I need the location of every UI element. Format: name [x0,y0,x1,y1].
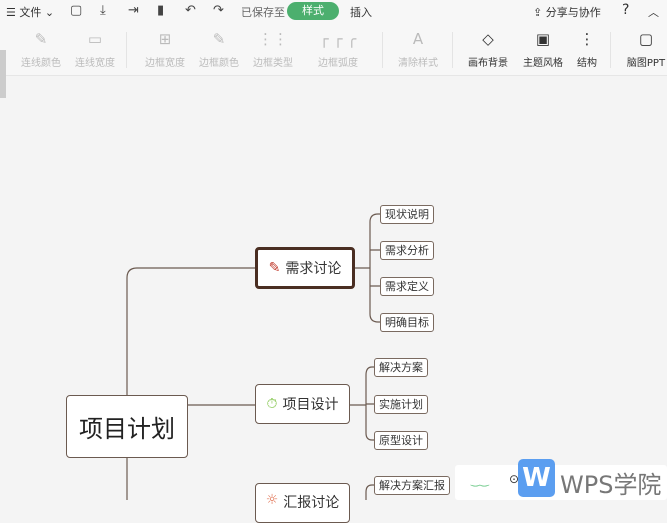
line-color-icon: ✎ [34,30,48,48]
connector-lines [126,213,380,500]
save-icon[interactable]: ▢ [70,3,83,18]
branch-label: 项目设计 [282,397,339,413]
sun-icon: ☼ [265,492,279,508]
format-painter-icon[interactable]: ▮ [157,3,165,18]
export-icon[interactable]: ⇥ [128,3,139,18]
ribbon-toolbar: ✎ 连线颜色 ▭ 连线宽度 ⊞ 边框宽度 ✎ 边框颜色 ⋮⋮ 边框类型 ┌ ┌ ╭ 边框弧度… [0,24,667,98]
label: 清除样式 [398,58,438,69]
label: 连线颜色 [21,58,61,69]
connector [355,213,380,323]
leaf-node[interactable]: 解决方案汇报 [374,476,450,495]
undo-icon[interactable]: ↶ [185,3,196,18]
mindmap-ppt-button[interactable]: ▢ 脑图PPT [624,24,667,76]
divider [610,32,611,68]
label: 脑图PPT [626,58,666,69]
share-label: 分享与协作 [545,6,601,19]
border-type-button[interactable]: ⋮⋮ 边框类型 [252,24,294,76]
save-status: 已保存至 [241,6,285,19]
branch-label: 汇报讨论 [283,495,340,511]
label: 主题风格 [523,58,563,69]
border-width-icon: ⊞ [158,30,172,48]
border-width-button[interactable]: ⊞ 边框宽度 [144,24,186,76]
label: 边框弧度 [318,58,358,69]
leaf-node[interactable]: 解决方案 [374,358,428,377]
branch-node[interactable]: ⏱项目设计 [255,384,350,424]
border-radius-button[interactable]: ┌ ┌ ╭ 边框弧度 [308,24,368,76]
border-radius-icon: ┌ ┌ ╭ [319,30,357,48]
clear-style-button[interactable]: A 清除样式 [397,24,439,76]
wps-logo: W [518,459,555,497]
divider [382,32,383,68]
theme-style-button[interactable]: ▣ 主题风格 [521,24,565,76]
leaf-node[interactable]: 原型设计 [374,431,428,450]
stopwatch-icon: ⏱ [266,396,278,412]
connector [126,267,255,395]
target-icon[interactable]: ⊙ [509,472,520,486]
tab-insert[interactable]: 插入 [350,6,372,19]
leaf-node[interactable]: 需求分析 [380,241,434,260]
theme-icon: ▣ [535,30,551,48]
left-panel-handle[interactable] [0,50,6,98]
canvas-background-button[interactable]: ◇ 画布背景 [466,24,510,76]
connector [350,366,374,441]
file-menu-label: 文件 [19,6,42,19]
leaf-node[interactable]: 现状说明 [380,205,434,224]
branch-node[interactable]: ☼汇报讨论 [255,483,350,523]
redo-icon[interactable]: ↷ [213,3,224,18]
label: 边框宽度 [145,58,185,69]
watermark-panel: ‿‿ ⊙ W WPS学院 [455,459,667,500]
collapse-ribbon-icon[interactable]: ︿ [648,6,659,19]
structure-button[interactable]: ⋮ 结构 [574,24,600,76]
leaf-node[interactable]: 需求定义 [380,277,434,296]
leaf-node[interactable]: 明确目标 [380,313,434,332]
help-button[interactable]: ? [622,2,630,18]
line-width-button[interactable]: ▭ 连线宽度 [74,24,116,76]
divider [126,32,127,68]
divider [452,32,453,68]
share-button[interactable]: ⇪ 分享与协作 [533,6,601,19]
line-color-button[interactable]: ✎ 连线颜色 [20,24,62,76]
label: 边框类型 [253,58,293,69]
watermark-text: WPS学院 [560,471,662,499]
border-color-button[interactable]: ✎ 边框颜色 [198,24,240,76]
branch-node[interactable]: ✎需求讨论 [255,247,355,289]
label: 连线宽度 [75,58,115,69]
menu-button[interactable]: ☰ 文件 ⌄ [6,6,55,19]
presentation-icon: ▢ [638,30,654,48]
eye-icon[interactable]: ‿‿ [471,474,489,487]
pencil-icon: ✎ [268,260,281,276]
border-type-icon: ⋮⋮ [258,30,288,48]
label: 画布背景 [468,58,508,69]
tab-style[interactable]: 样式 [287,2,339,20]
border-color-icon: ✎ [212,30,226,48]
line-width-icon: ▭ [87,30,103,48]
top-bar: ☰ 文件 ⌄ ▢ ⤓ ⇥ ▮ ↶ ↷ 已保存至 样式 插入 ⇪ 分享与协作 ? … [0,0,667,24]
connector [365,484,374,500]
label: 结构 [577,58,597,69]
download-icon[interactable]: ⤓ [100,3,106,18]
root-node[interactable]: 项目计划 [66,395,188,458]
structure-icon: ⋮ [579,30,595,48]
branch-label: 需求讨论 [285,261,342,277]
leaf-node[interactable]: 实施计划 [374,395,428,414]
paint-bucket-icon: ◇ [482,30,494,48]
label: 边框颜色 [199,58,239,69]
clear-style-icon: A [412,30,424,48]
